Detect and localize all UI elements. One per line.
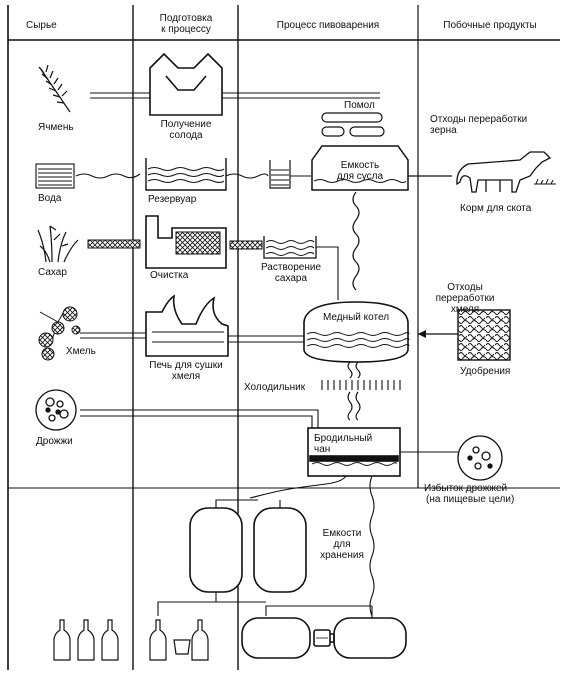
column-header-prep-line2: к процессу: [161, 24, 211, 35]
excess-yeast-icon: [457, 435, 503, 481]
storage-tanks-icon: [189, 507, 307, 593]
barley-icon: [38, 64, 71, 113]
malting-to-mill-pipe: [222, 92, 380, 99]
label-milling: Помол: [344, 100, 375, 111]
label-excess-yeast-line2: (на пищевые цели): [426, 494, 515, 505]
label-excess-yeast-line1: Избыток дрожжей: [424, 483, 508, 494]
label-dissolve-line2: сахара: [274, 273, 308, 284]
sugar-cane-icon: [37, 225, 79, 263]
mash-to-copper-pipe: [352, 191, 360, 291]
yeast-icon: [35, 389, 77, 431]
label-storage-line1: Емкости: [322, 528, 362, 539]
label-mash-tun-line1: Емкость: [340, 160, 380, 171]
water-to-reservoir-pipe: [75, 173, 141, 179]
label-water: Вода: [38, 193, 62, 204]
label-yeast: Дрожжи: [36, 436, 73, 447]
label-grain-waste-line2: зерна: [430, 125, 457, 136]
kegs-icon: [241, 617, 407, 659]
label-barley: Ячмень: [38, 122, 74, 133]
kiln-to-copper-pipe: [228, 335, 304, 343]
mash-tun-icon: [311, 145, 409, 191]
fertilizer-icon: [457, 309, 511, 361]
label-purification: Очистка: [150, 270, 189, 281]
label-hop-waste-line3: хмеля: [450, 304, 480, 315]
column-header-brewing: Процесс пивоварения: [276, 20, 380, 31]
hops-to-kiln-pipe: [80, 332, 146, 339]
label-dissolve-line1: Растворение: [260, 262, 322, 273]
label-copper-kettle: Медный котел: [322, 312, 390, 323]
column-header-raw: Сырье: [26, 20, 57, 31]
label-storage-line2: для: [333, 539, 351, 550]
dissolve-tank-icon: [263, 236, 317, 259]
label-malting-line1: Получение: [160, 119, 212, 130]
dissolve-to-copper-pipe: [316, 246, 339, 300]
storage-to-bottling-pipe: [157, 592, 266, 616]
column-grid: [7, 5, 560, 670]
bottles-icon: [53, 619, 209, 661]
label-hops: Хмель: [66, 346, 96, 357]
malting-plant-icon: [149, 52, 223, 116]
column-header-prep-line1: Подготовка: [159, 13, 213, 24]
hops-icon: [38, 306, 81, 361]
label-reservoir: Резервуар: [148, 194, 197, 205]
label-mash-tun-line2: для сусла: [336, 171, 384, 182]
label-feed: Корм для скота: [460, 203, 532, 214]
label-fermenter-line2: чан: [314, 444, 331, 455]
label-hop-waste-line1: Отходы: [447, 282, 483, 293]
reservoir-icon: [145, 158, 227, 191]
label-hop-waste-line2: переработки: [435, 293, 495, 304]
label-hop-kiln-line2: хмеля: [171, 371, 201, 382]
column-header-byproducts: Побочные продукты: [443, 20, 537, 31]
yeast-to-fermenter-pipe: [80, 409, 319, 428]
label-grain-waste-line1: Отходы переработки: [430, 114, 528, 125]
hop-kiln-icon: [145, 294, 229, 357]
purification-to-dissolve-conveyor: [229, 240, 263, 250]
cow-icon: [456, 151, 556, 193]
sugar-to-purification-conveyor: [87, 239, 141, 249]
storage-to-kegs-pipe: [369, 475, 375, 617]
small-tank-icon: [269, 160, 291, 189]
label-sugar: Сахар: [38, 267, 67, 278]
mill-rollers-icon: [321, 112, 385, 137]
label-cooler: Холодильник: [244, 382, 306, 393]
purification-filter: [175, 231, 221, 255]
reservoir-to-mash-pipe: [225, 173, 269, 179]
water-icon: [35, 163, 75, 189]
copper-kettle-icon: [303, 301, 410, 363]
fermenter-to-storage-pipe: [215, 475, 347, 508]
cooler-coil-icon: [321, 361, 401, 421]
label-fertilizer: Удобрения: [460, 366, 511, 377]
barley-to-malting-pipe: [90, 92, 150, 99]
label-storage-line3: хранения: [320, 550, 364, 561]
label-fermenter-line1: Бродильный: [314, 433, 373, 444]
label-malting-line2: солода: [169, 130, 203, 141]
label-hop-kiln-line1: Печь для сушки: [149, 360, 223, 371]
